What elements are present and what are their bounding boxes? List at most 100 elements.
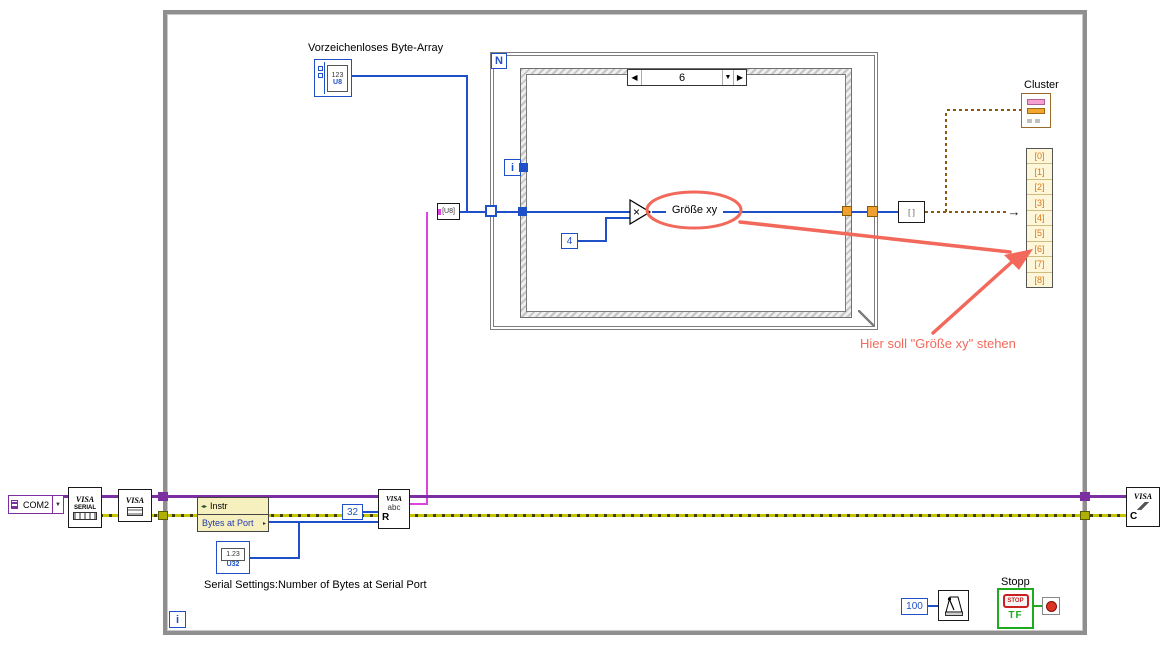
tunnel-error-right[interactable]: [1080, 511, 1090, 520]
u8-glyph: [U8]: [442, 208, 455, 215]
visa-word: VISA: [125, 495, 145, 505]
com-port-value[interactable]: COM2: [22, 499, 49, 510]
cluster-element-7: [7]: [1027, 257, 1052, 273]
cluster-elements-list[interactable]: [0] [1] [2] [3] [4] [5] [6] [7] [8]: [1026, 148, 1053, 288]
indicator-value-box: 1.23: [221, 547, 245, 561]
wait-ms-value: 100: [906, 601, 923, 612]
array-element-value: 123: [331, 71, 344, 79]
cluster-element-4: [4]: [1027, 211, 1052, 227]
visa-resource-constant[interactable]: COM2 ▼: [8, 495, 64, 514]
wire-label-groesse-xy[interactable]: Größe xy: [666, 202, 723, 217]
wire-bytesatport-h: [269, 521, 379, 523]
read-count-constant[interactable]: 32: [342, 504, 363, 520]
visa-function-icon[interactable]: VISA: [118, 489, 152, 522]
tunnel-visa-left[interactable]: [158, 492, 168, 501]
cluster-element-2: [2]: [1027, 180, 1052, 196]
case-selector-value[interactable]: 6: [678, 71, 686, 84]
case-tunnel-in[interactable]: [518, 207, 527, 216]
annotation-note: Hier soll "Größe xy" stehen: [860, 336, 1016, 351]
wire-cluster-v: [945, 110, 947, 212]
for-loop-count-terminal[interactable]: N: [491, 53, 507, 69]
loop-condition-terminal[interactable]: [1042, 597, 1060, 615]
visa-word: VISA: [1133, 492, 1153, 501]
multiplier-constant[interactable]: 4: [561, 233, 578, 249]
case-selector-terminal[interactable]: [519, 163, 528, 172]
wire-forloop-out: [878, 211, 899, 213]
wire-const4-v: [605, 218, 607, 242]
for-loop-corner-fold: [858, 310, 874, 326]
array-index-down: [318, 73, 323, 78]
serial-settings-glyph: [73, 512, 97, 520]
case-dropdown-icon[interactable]: ▼: [722, 70, 733, 85]
wire-visa-resource: [62, 495, 1126, 498]
wire-const4-h1: [578, 240, 607, 242]
auto-index-tunnel-in[interactable]: [485, 205, 497, 217]
visa-word: VISA: [386, 495, 402, 503]
property-node-class: Instr: [210, 501, 228, 511]
byte-array-indicator[interactable]: 123 U8: [314, 59, 352, 97]
wire-cluster-h1: [925, 211, 1009, 213]
wire-boolean-stop: [1034, 605, 1042, 607]
array-index-strip: [317, 62, 325, 94]
cluster-label: Cluster: [1024, 79, 1059, 91]
wait-ms-metronome-icon[interactable]: [938, 590, 969, 621]
while-loop[interactable]: [163, 10, 1087, 635]
cluster-flow-arrow-icon: →: [1005, 203, 1023, 219]
read-count-value: 32: [346, 506, 359, 518]
cluster-indicator[interactable]: [1021, 93, 1051, 128]
while-iteration-terminal[interactable]: i: [169, 611, 186, 628]
multiply-function[interactable]: ×: [629, 199, 653, 225]
cluster-glyph-pink: [1027, 99, 1045, 105]
wire-error-cluster: [100, 514, 1126, 517]
while-i-glyph: i: [175, 613, 180, 626]
stop-boolean-terminal[interactable]: STOP TF: [997, 588, 1034, 629]
cluster-element-5: [5]: [1027, 226, 1052, 242]
cluster-glyph-orange: [1027, 108, 1045, 114]
indicator-type: U32: [226, 560, 240, 568]
case-next-button[interactable]: ▶: [733, 70, 746, 85]
visa-close-icon[interactable]: VISA C: [1126, 487, 1160, 527]
cluster-element-8: [8]: [1034, 274, 1045, 285]
com-port-dropdown[interactable]: ▼: [52, 496, 63, 513]
wire-case-to-forloop: [852, 211, 868, 213]
property-node-item[interactable]: Bytes at Port ▸: [198, 515, 268, 531]
cluster-element-0: [0]: [1027, 149, 1052, 165]
indicator-value: 1.23: [226, 550, 240, 558]
for-loop-tunnel-out[interactable]: [867, 206, 878, 217]
property-name: Bytes at Port: [202, 518, 254, 528]
string-to-byte-array-icon[interactable]: [U8]: [437, 203, 460, 220]
array-element-type: U8: [333, 78, 342, 86]
stop-tf-glyph: TF: [1008, 610, 1023, 621]
property-node-header[interactable]: ◂▸ Instr: [198, 498, 268, 515]
close-hand-icon: [1136, 502, 1150, 510]
bytes-indicator[interactable]: 1.23 U32: [216, 541, 250, 574]
wire-multiply-out: [652, 211, 844, 213]
visa-word: VISA: [75, 495, 95, 504]
visa-close-c: C: [1130, 511, 1138, 522]
visa-read-r: R: [382, 512, 390, 523]
visa-configure-serial-icon[interactable]: VISA SERIAL: [68, 487, 102, 528]
wait-ms-constant[interactable]: 100: [901, 598, 928, 615]
serial-word: SERIAL: [73, 505, 96, 511]
cluster-element-6: [6]: [1027, 242, 1052, 258]
case-tunnel-out[interactable]: [842, 206, 852, 216]
cluster-glyph-dot1: [1027, 119, 1032, 123]
io-type-icon: [9, 496, 20, 513]
wire-label-text: Größe xy: [671, 203, 718, 216]
wire-indicator-h: [250, 557, 299, 559]
cluster-element-1: [1]: [1027, 164, 1052, 180]
case-prev-button[interactable]: ◀: [628, 70, 642, 85]
tunnel-error-left[interactable]: [158, 511, 168, 520]
tunnel-visa-right[interactable]: [1080, 492, 1090, 501]
visa-read-icon[interactable]: VISA abc R: [378, 489, 410, 529]
byte-array-label: Vorzeichenloses Byte-Array: [308, 42, 444, 54]
array-to-cluster-icon[interactable]: [ ]: [898, 201, 925, 223]
wire-const4-h2: [605, 217, 632, 219]
property-node[interactable]: ◂▸ Instr Bytes at Port ▸: [197, 497, 269, 532]
cluster-glyph-dot2: [1035, 119, 1040, 123]
metronome-glyph: [944, 596, 963, 616]
case-structure-inner: [526, 74, 846, 312]
stop-button[interactable]: STOP: [1002, 594, 1029, 608]
case-selector-label[interactable]: ◀ 6 ▼ ▶: [627, 69, 747, 86]
wire-scalar-1: [497, 211, 520, 213]
